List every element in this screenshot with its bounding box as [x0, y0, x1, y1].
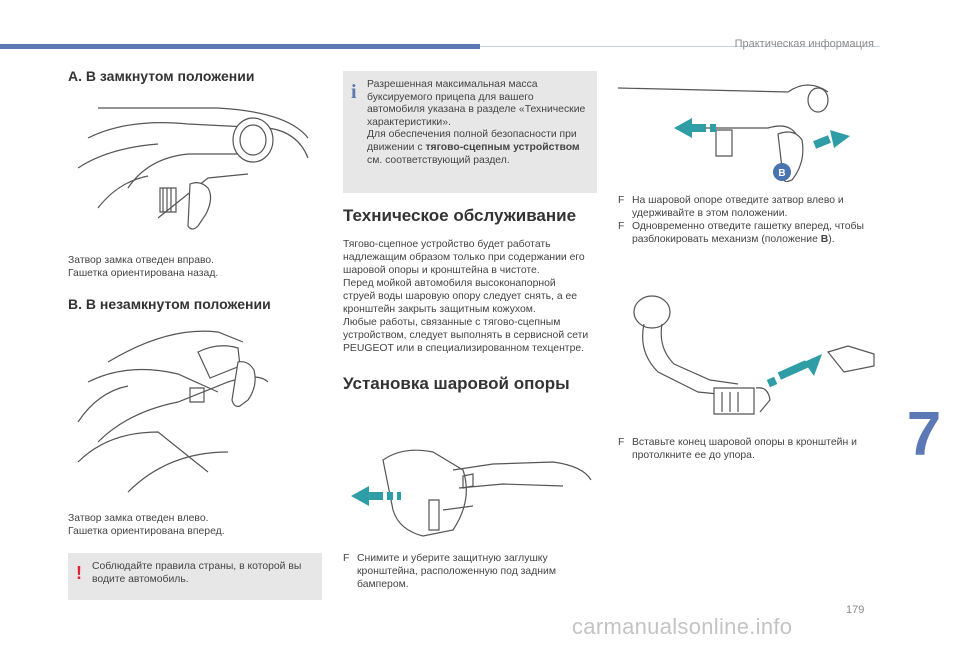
- bullet-arrow-icon: F: [618, 221, 625, 232]
- header-title: Практическая информация: [734, 38, 874, 50]
- warning-line-2: водите автомобиль.: [92, 573, 189, 585]
- section-a-heading: A. В замкнутом положении: [68, 68, 255, 84]
- info-line-1: Разрешенная максимальная масса: [367, 79, 538, 90]
- info-line-6-text: движении с: [367, 141, 426, 153]
- watermark: carmanualsonline.info: [572, 614, 793, 639]
- figure-unlock-ball: B: [618, 84, 850, 182]
- info-line-4: характеристики».: [367, 116, 451, 128]
- right-step-2-line-2: разблокировать механизм (положение B).: [632, 233, 864, 246]
- section-b-caption-1: Затвор замка отведен влево.: [68, 513, 209, 524]
- warning-line-1: Соблюдайте правила страны, в которой вы: [92, 561, 302, 572]
- maintenance-line-5: струей воды шаровую опору следует снять,…: [343, 291, 578, 302]
- header-rule: [480, 46, 880, 47]
- maintenance-line-8: устройством, следует выполнять в сервисн…: [343, 330, 589, 341]
- maintenance-line-1: Тягово-сцепное устройство будет работать: [343, 239, 551, 250]
- section-a-caption-2: Гашетка ориентирована назад.: [68, 268, 219, 279]
- install-heading: Установка шаровой опоры: [343, 374, 570, 393]
- install-step-1-line-2: кронштейна, расположенную под задним: [357, 566, 556, 577]
- install-step-1-line-3: бампером.: [357, 579, 409, 590]
- info-line-7: см. соответствующий раздел.: [367, 154, 510, 166]
- maintenance-line-7: Любые работы, связанные с тягово-сцепным: [343, 317, 561, 328]
- info-i-icon: i: [351, 81, 357, 103]
- bullet-arrow-icon: F: [618, 437, 625, 448]
- right-step-2: F Одновременно отведите гашетку вперед, …: [618, 220, 880, 246]
- maintenance-heading: Техническое обслуживание: [343, 206, 577, 225]
- maintenance-text: Тягово-сцепное устройство будет работать…: [343, 238, 588, 355]
- right-step-3-line-2: протолкните ее до упора.: [632, 450, 755, 461]
- right-step-1: F На шаровой опоре отведите затвор влево…: [618, 194, 880, 220]
- page-number: 179: [846, 604, 865, 616]
- maintenance-line-2: надлежащим образом только при содержании…: [343, 252, 585, 263]
- install-step-1-line-1: Снимите и уберите защитную заглушку: [357, 553, 548, 564]
- right-step-2-line-1: Одновременно отведите гашетку вперед, чт…: [632, 221, 864, 232]
- figure-open-position: [77, 330, 269, 493]
- warning-exclamation-icon: !: [76, 563, 82, 583]
- figure-closed-position: [77, 107, 309, 230]
- info-line-3: автомобиля указана в разделе «Технически…: [367, 104, 586, 116]
- bullet-arrow-icon: F: [343, 553, 350, 564]
- section-a-caption-1: Затвор замка отведен вправо.: [68, 255, 215, 266]
- info-line-5: Для обеспечения полной безопасности при: [367, 129, 577, 141]
- maintenance-line-6: кронштейн закрыть защитным кожухом.: [343, 304, 536, 315]
- header-accent-bar: [0, 44, 480, 49]
- figure-remove-cap: [351, 449, 592, 537]
- info-line-6: движении с тягово-сцепным устройством: [367, 142, 585, 155]
- section-b-heading: B. В незамкнутом положении: [68, 296, 271, 312]
- right-step-2-bold: B: [820, 234, 829, 245]
- info-box: i Разрешенная максимальная масса буксиру…: [343, 71, 597, 193]
- right-step-3-line-1: Вставьте конец шаровой опоры в кронштейн…: [632, 437, 857, 448]
- figure-label-b: B: [778, 168, 785, 179]
- right-step-1-line-1: На шаровой опоре отведите затвор влево и: [632, 195, 844, 206]
- right-step-2-end: ).: [828, 234, 835, 245]
- maintenance-line-3: шаровой опоры и кронштейна в чистоте.: [343, 265, 540, 276]
- info-line-6-bold: тягово-сцепным устройством: [425, 141, 580, 153]
- install-step-1: F Снимите и уберите защитную заглушку кр…: [343, 552, 556, 591]
- maintenance-line-4: Перед мойкой автомобиля высоконапорной: [343, 278, 556, 289]
- right-step-2-line-2-text: разблокировать механизм (положение: [632, 234, 821, 245]
- bullet-arrow-icon: F: [618, 195, 625, 206]
- right-step-1-line-2: удерживайте в этом положении.: [632, 208, 788, 219]
- maintenance-line-9: PEUGEOT или в специализированном техцент…: [343, 343, 585, 354]
- figure-insert-ball: [633, 295, 875, 415]
- warning-box: ! Соблюдайте правила страны, в которой в…: [68, 553, 322, 600]
- chapter-number: 7: [906, 399, 942, 469]
- info-line-2: буксируемого прицепа для вашего: [367, 91, 534, 103]
- right-step-3: F Вставьте конец шаровой опоры в кронште…: [618, 436, 880, 462]
- section-b-caption-2: Гашетка ориентирована вперед.: [68, 526, 225, 537]
